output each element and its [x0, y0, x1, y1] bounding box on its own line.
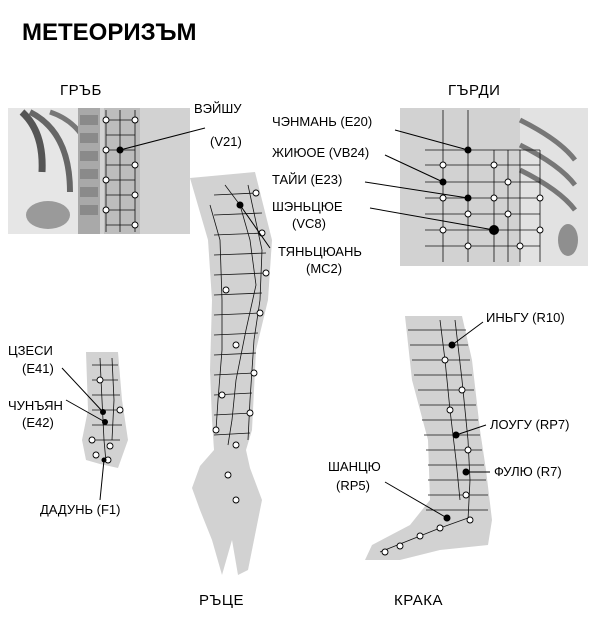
label-weishu: ВЭЙШУ	[194, 101, 242, 116]
label-yingu: ИНЬГУ (R10)	[486, 310, 565, 325]
heading-chest: ГЪРДИ	[448, 82, 500, 99]
point-jiexi: ЦЗЕСИ (E41)	[8, 343, 106, 415]
label-chongyang-code: (E42)	[22, 415, 54, 430]
back-grid-nodes	[102, 116, 139, 229]
label-weishu-code: (V21)	[210, 134, 242, 149]
point-fuliu: ФУЛЮ (R7)	[462, 464, 562, 479]
arm-meridian-grid	[209, 184, 267, 446]
label-lougu: ЛОУГУ (RP7)	[490, 417, 569, 432]
label-tianquan: ТЯНЬЦЮАНЬ	[278, 244, 362, 259]
label-jiexi-code: (E41)	[22, 361, 54, 376]
point-yingu: ИНЬГУ (R10)	[448, 310, 565, 349]
leg-grid-nodes	[381, 356, 474, 556]
point-dadun: ДАДУНЬ (F1)	[40, 457, 120, 517]
back-meridian-grid	[105, 110, 136, 232]
point-chenman: ЧЭНМАНЬ (E20)	[272, 114, 472, 154]
foot-grid-nodes	[88, 376, 124, 464]
label-shangqiu-code: (RP5)	[336, 478, 370, 493]
label-chongyang: ЧУНЪЯН	[8, 398, 63, 413]
leg-meridian-grid	[379, 319, 488, 553]
point-weishu: ВЭЙШУ (V21)	[116, 101, 242, 154]
label-jiexi: ЦЗЕСИ	[8, 343, 53, 358]
page-title: МЕТЕОРИЗЪМ	[22, 19, 197, 46]
back-illustration	[8, 108, 190, 234]
label-chenman: ЧЭНМАНЬ (E20)	[272, 114, 372, 129]
label-fuliu: ФУЛЮ (R7)	[494, 464, 562, 479]
label-shenque: ШЭНЬЦЮЕ	[272, 199, 343, 214]
point-taiyi: ТАЙИ (E23)	[272, 172, 472, 202]
label-dadun: ДАДУНЬ (F1)	[40, 502, 120, 517]
point-shangqiu: ШАНЦЮ (RP5)	[328, 459, 451, 522]
point-zhiyue: ЖИЮОЕ (VB24)	[272, 145, 447, 186]
chest-grid-nodes	[439, 161, 544, 250]
foot-meridian-grid	[92, 357, 122, 463]
leg-illustration	[365, 316, 492, 560]
label-taiyi: ТАЙИ (E23)	[272, 172, 342, 187]
point-tianquan: ТЯНЬЦЮАНЬ (MC2)	[236, 201, 362, 276]
label-shenque-code: (VC8)	[292, 216, 326, 231]
label-shangqiu: ШАНЦЮ	[328, 459, 381, 474]
arm-grid-nodes	[212, 189, 270, 504]
label-zhiyue: ЖИЮОЕ (VB24)	[272, 145, 369, 160]
label-tianquan-code: (MC2)	[306, 261, 342, 276]
point-lougu: ЛОУГУ (RP7)	[452, 417, 569, 439]
point-chongyang: ЧУНЪЯН (E42)	[8, 398, 108, 430]
heading-arms: РЪЦЕ	[199, 592, 244, 609]
heading-legs: КРАКА	[394, 592, 443, 609]
point-shenque: ШЭНЬЦЮЕ (VC8)	[272, 199, 499, 235]
chest-meridian-grid	[425, 110, 541, 262]
arm-illustration	[190, 172, 272, 575]
heading-back: ГРЪБ	[60, 82, 102, 99]
